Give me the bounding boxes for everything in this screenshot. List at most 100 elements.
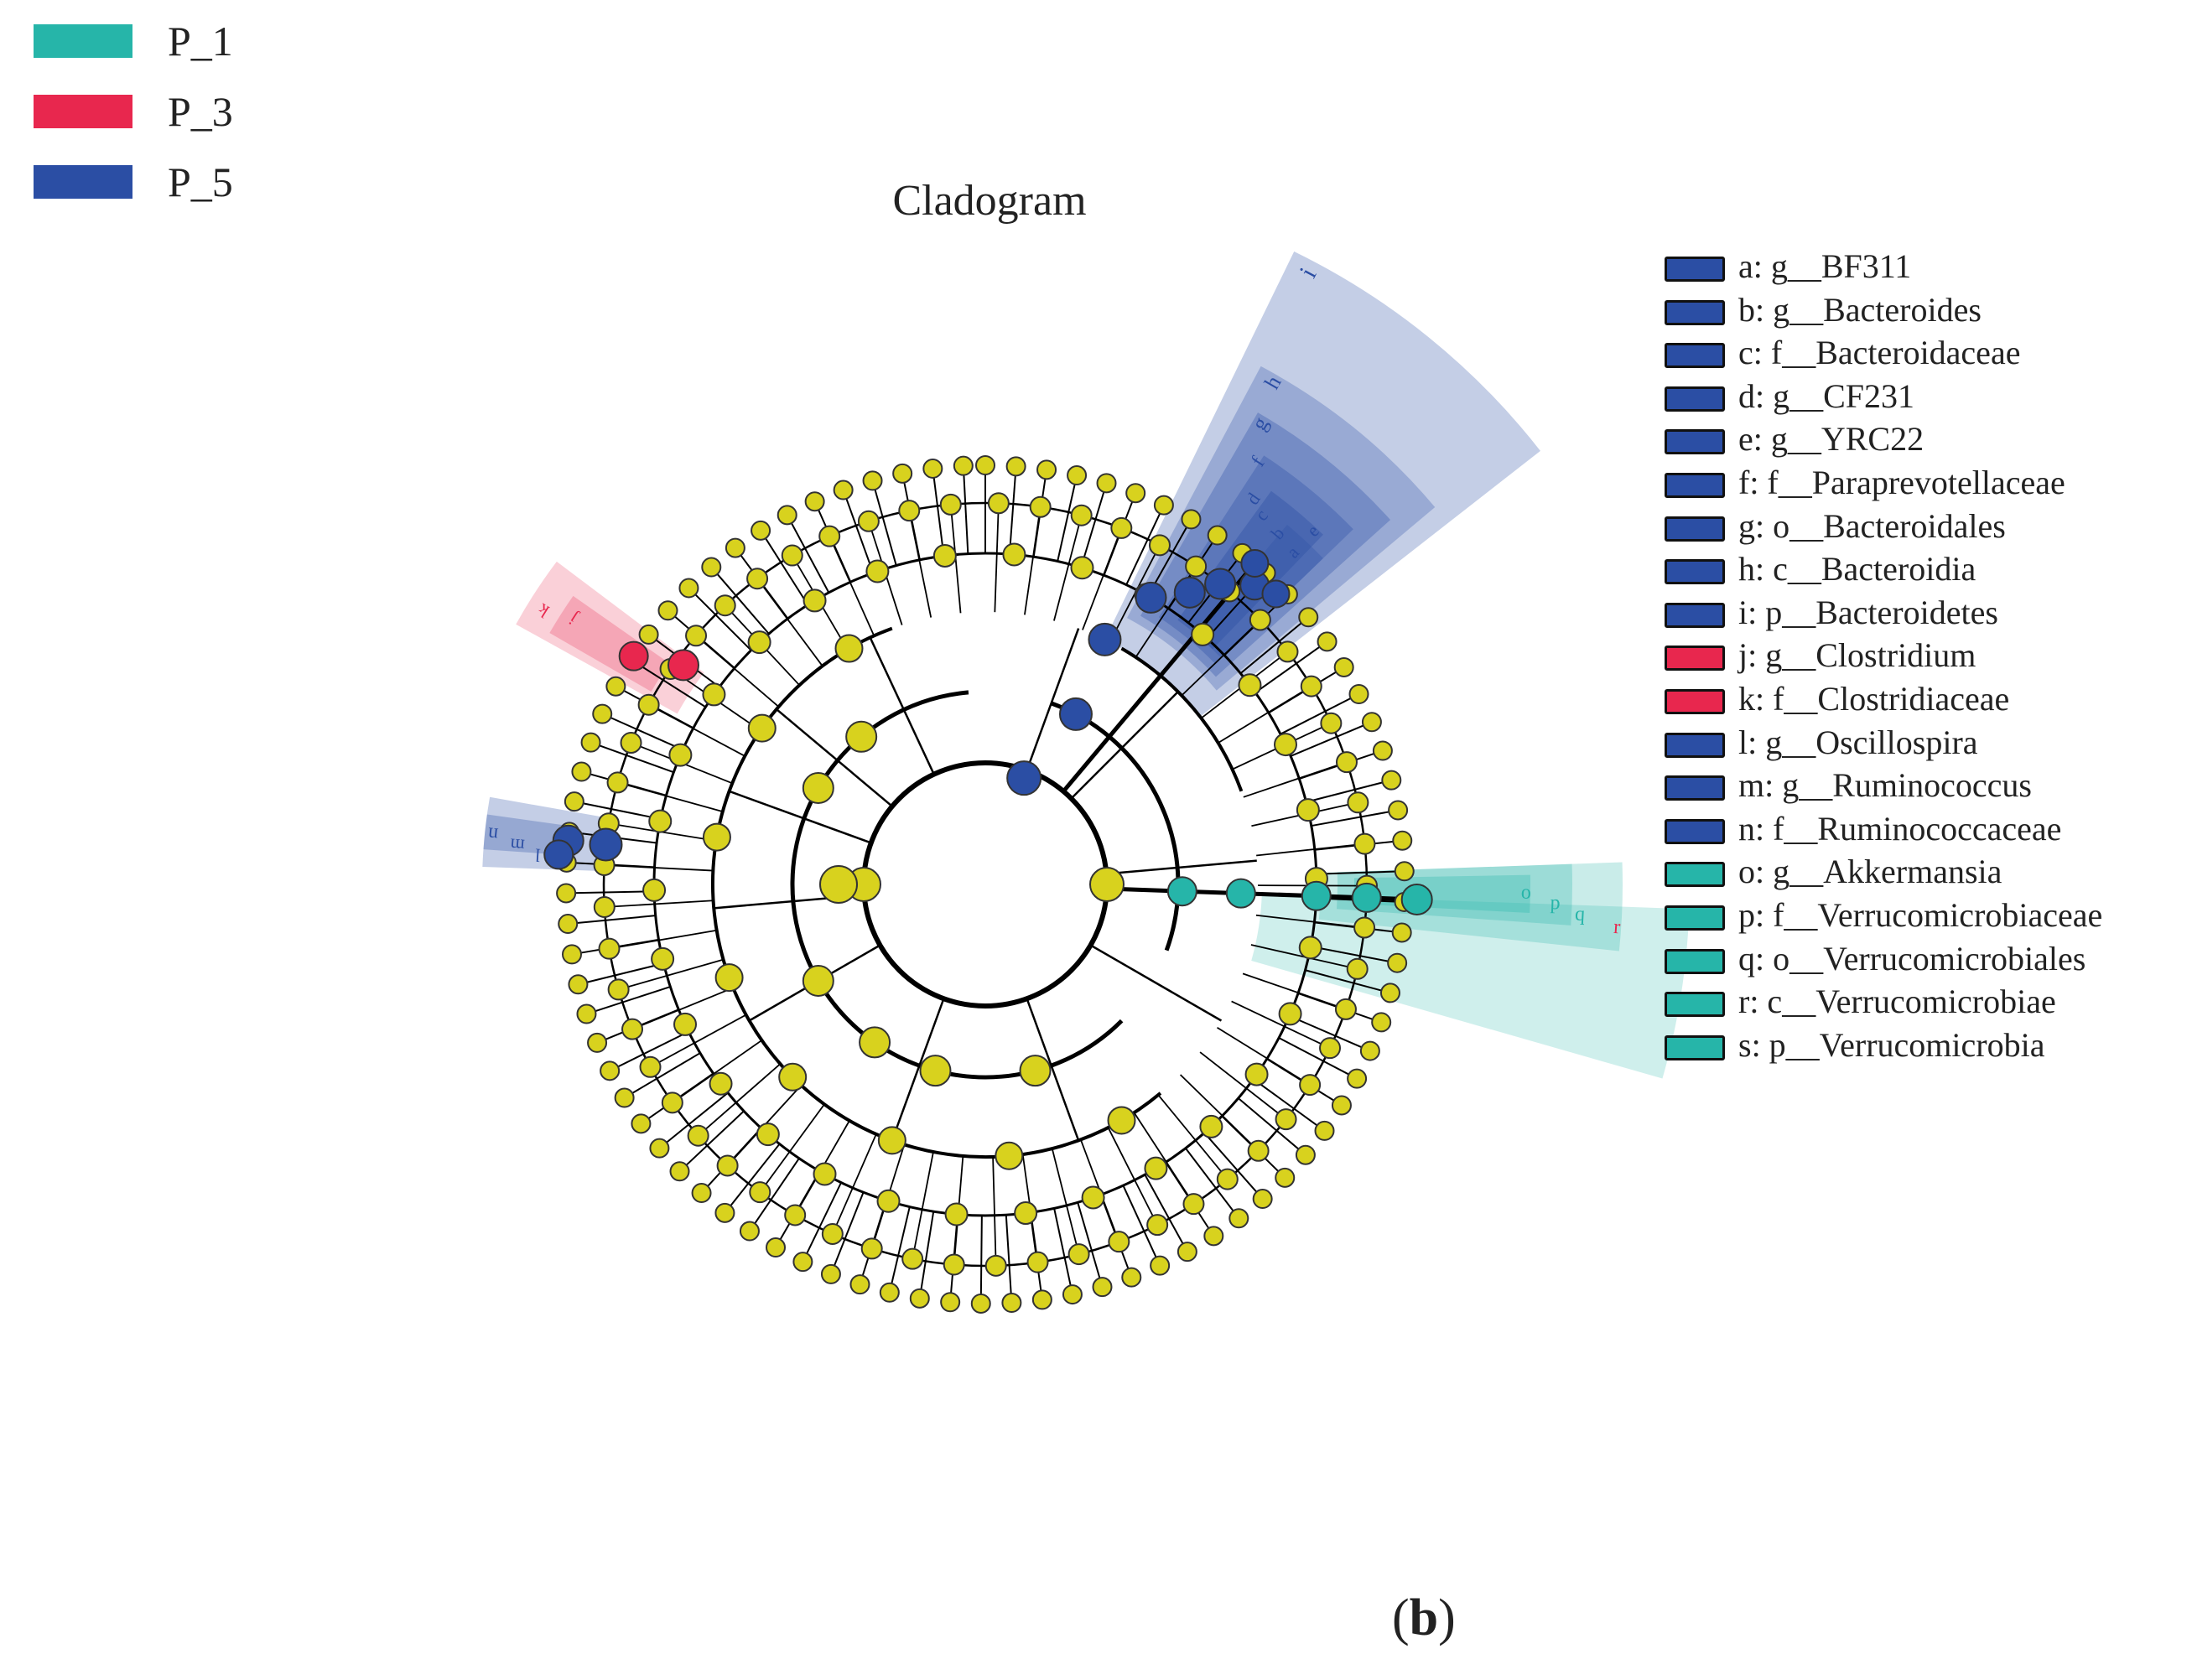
tree-node	[1300, 675, 1322, 697]
branch-line	[592, 986, 671, 1013]
tree-node	[739, 1221, 760, 1242]
taxa-label-h: h: c__Bacteroidia	[1738, 550, 1976, 589]
tree-node	[1182, 1193, 1205, 1216]
group-label-p5: P_5	[168, 158, 233, 205]
tree-node	[587, 1032, 608, 1053]
tree-node	[1191, 622, 1215, 646]
branch-line	[729, 790, 872, 844]
taxa-label-m: m: g__Ruminococcus	[1738, 766, 2032, 805]
branch-line	[789, 520, 830, 594]
branch-line	[1125, 511, 1162, 586]
branch-line	[1053, 515, 1083, 621]
tree-node	[1199, 1114, 1223, 1138]
tree-node	[859, 1026, 891, 1059]
tree-node	[571, 761, 592, 782]
tree-node	[564, 791, 584, 812]
branch-line	[804, 1182, 842, 1257]
tree-node	[1347, 1068, 1368, 1089]
tree-node	[1228, 1208, 1249, 1229]
taxa-swatch-c	[1665, 343, 1725, 369]
tree-node	[691, 1183, 712, 1204]
tree-node	[1110, 516, 1133, 539]
tree-node	[1333, 656, 1354, 677]
cladogram-title: Cladogram	[892, 177, 1087, 225]
branch-line	[1051, 1148, 1080, 1255]
tree-node	[1107, 1106, 1136, 1135]
taxa-label-l: l: g__Oscillospira	[1738, 723, 1978, 761]
highlight-h	[1127, 366, 1436, 691]
branch-line	[574, 915, 656, 925]
tree-node	[747, 713, 777, 743]
tree-node	[834, 634, 864, 663]
tree-node	[1273, 733, 1297, 757]
tree-node	[678, 578, 699, 599]
tree-node	[1379, 983, 1400, 1003]
tree-node	[833, 480, 854, 500]
tree-node	[987, 492, 1010, 515]
tree-node	[1394, 861, 1415, 882]
tree-node	[651, 946, 675, 971]
branch-line	[1005, 1215, 1012, 1297]
node-o	[1400, 883, 1433, 915]
highlight-r	[1318, 862, 1623, 951]
tree-node	[877, 1126, 906, 1155]
tree-node	[876, 1189, 901, 1213]
tree-node	[1177, 1242, 1197, 1263]
taxa-label-p: p: f__Verrucomicrobiaceae	[1738, 895, 2103, 934]
branch-line	[1122, 1185, 1158, 1260]
group-swatch-p3	[34, 95, 132, 128]
branch-line	[1254, 645, 1322, 693]
taxa-swatch-s	[1665, 1034, 1725, 1060]
ring-arc	[861, 760, 1109, 1009]
tree-node	[1298, 607, 1319, 628]
branch-line	[1280, 696, 1353, 735]
branch-line	[1289, 1014, 1364, 1050]
branch-line	[1026, 998, 1080, 1141]
tree-node	[657, 600, 678, 621]
taxa-label-k: k: f__Clostridiaceae	[1738, 679, 2010, 718]
branch-line	[759, 1103, 825, 1193]
tree-node	[1153, 495, 1174, 516]
tree-node	[1372, 740, 1393, 761]
branch-line	[1252, 1078, 1320, 1128]
branch-line	[650, 1014, 747, 1068]
branch-line	[714, 571, 770, 635]
tree-node	[751, 520, 771, 541]
branch-line	[1024, 506, 1041, 615]
branch-line	[776, 708, 893, 807]
branch-line	[1185, 1148, 1236, 1214]
tree-node	[621, 1018, 644, 1040]
node-q	[1301, 880, 1332, 911]
branch-line	[648, 703, 745, 757]
node-g	[1088, 622, 1122, 656]
branch-line	[1080, 489, 1106, 568]
branch-line	[1203, 1132, 1260, 1195]
tree-node	[901, 1247, 924, 1270]
tree-node	[598, 937, 621, 960]
branch-line	[979, 1215, 983, 1297]
node-f	[1135, 581, 1167, 614]
tree-node	[642, 878, 667, 902]
clade-label-p: p	[1550, 892, 1561, 914]
taxa-swatch-g	[1665, 516, 1725, 542]
tree-node	[1388, 800, 1409, 821]
tree-node	[995, 1141, 1024, 1170]
branch-line	[664, 1091, 729, 1145]
branch-line	[1231, 1000, 1331, 1049]
tree-node	[865, 559, 890, 583]
tree-node	[1150, 1255, 1171, 1276]
tree-node	[1278, 1002, 1302, 1026]
node-l	[543, 839, 574, 870]
taxa-label-n: n: f__Ruminococcaceae	[1738, 809, 2062, 848]
branch-line	[596, 744, 674, 774]
taxa-swatch-e	[1665, 429, 1725, 455]
tree-node	[673, 1012, 698, 1036]
branch-line	[1256, 843, 1365, 857]
branch-line	[1278, 1037, 1352, 1076]
branch-line	[672, 1040, 762, 1104]
tree-node	[1296, 798, 1320, 822]
tree-node	[556, 883, 577, 904]
tree-node	[746, 568, 769, 590]
tree-node	[714, 1202, 735, 1223]
